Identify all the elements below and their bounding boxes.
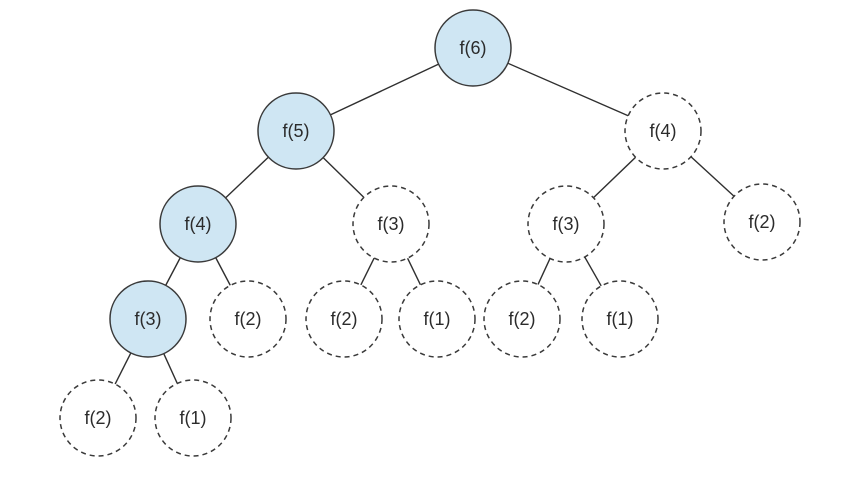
edges-layer bbox=[114, 62, 735, 385]
tree-node: f(2) bbox=[723, 183, 801, 261]
tree-node: f(4) bbox=[159, 185, 237, 263]
dashed-node-circle bbox=[581, 280, 659, 358]
node-label: f(2) bbox=[749, 212, 776, 232]
tree-edge bbox=[165, 257, 181, 286]
highlighted-node-circle bbox=[257, 92, 335, 170]
dashed-node-circle bbox=[59, 379, 137, 457]
node-label: f(3) bbox=[378, 214, 405, 234]
dashed-node-circle bbox=[305, 280, 383, 358]
tree-edge bbox=[406, 257, 422, 286]
node-label: f(1) bbox=[180, 408, 207, 428]
tree-edge bbox=[225, 156, 269, 199]
node-label: f(2) bbox=[235, 309, 262, 329]
dashed-node-circle bbox=[398, 280, 476, 358]
node-label: f(1) bbox=[607, 309, 634, 329]
dashed-node-circle bbox=[527, 185, 605, 263]
tree-edge bbox=[163, 353, 178, 384]
tree-node: f(1) bbox=[581, 280, 659, 358]
nodes-layer: f(6) f(5) f(4) f(4) f(3) f(3) f(2) f(3) f(2) f(2)… bbox=[59, 9, 801, 457]
dashed-node-circle bbox=[209, 280, 287, 358]
tree-node: f(3) bbox=[527, 185, 605, 263]
tree-edge bbox=[537, 258, 551, 285]
dashed-node-circle bbox=[483, 280, 561, 358]
highlighted-node-circle bbox=[434, 9, 512, 87]
dashed-node-circle bbox=[723, 183, 801, 261]
dashed-node-circle bbox=[624, 92, 702, 170]
tree-node: f(2) bbox=[209, 280, 287, 358]
tree-node: f(2) bbox=[305, 280, 383, 358]
tree-edge bbox=[592, 156, 637, 199]
highlighted-node-circle bbox=[109, 280, 187, 358]
tree-node: f(6) bbox=[434, 9, 512, 87]
dashed-node-circle bbox=[352, 185, 430, 263]
node-label: f(6) bbox=[460, 38, 487, 58]
node-label: f(4) bbox=[650, 121, 677, 141]
tree-node: f(3) bbox=[109, 280, 187, 358]
tree-node: f(4) bbox=[624, 92, 702, 170]
tree-edge bbox=[690, 156, 735, 197]
tree-edge bbox=[215, 257, 231, 286]
tree-node: f(2) bbox=[59, 379, 137, 457]
tree-edge bbox=[114, 352, 132, 385]
dashed-node-circle bbox=[154, 379, 232, 457]
tree-node: f(1) bbox=[398, 280, 476, 358]
node-label: f(5) bbox=[283, 121, 310, 141]
node-label: f(3) bbox=[135, 309, 162, 329]
tree-node: f(1) bbox=[154, 379, 232, 457]
tree-edge bbox=[330, 63, 439, 116]
tree-edge bbox=[322, 157, 365, 198]
node-label: f(2) bbox=[509, 309, 536, 329]
tree-edge bbox=[584, 256, 602, 287]
tree-edge bbox=[507, 62, 629, 117]
node-label: f(2) bbox=[85, 408, 112, 428]
highlighted-node-circle bbox=[159, 185, 237, 263]
node-label: f(4) bbox=[185, 214, 212, 234]
node-label: f(1) bbox=[424, 309, 451, 329]
node-label: f(2) bbox=[331, 309, 358, 329]
node-label: f(3) bbox=[553, 214, 580, 234]
tree-edge bbox=[360, 257, 375, 286]
tree-node: f(3) bbox=[352, 185, 430, 263]
tree-node: f(5) bbox=[257, 92, 335, 170]
tree-node: f(2) bbox=[483, 280, 561, 358]
